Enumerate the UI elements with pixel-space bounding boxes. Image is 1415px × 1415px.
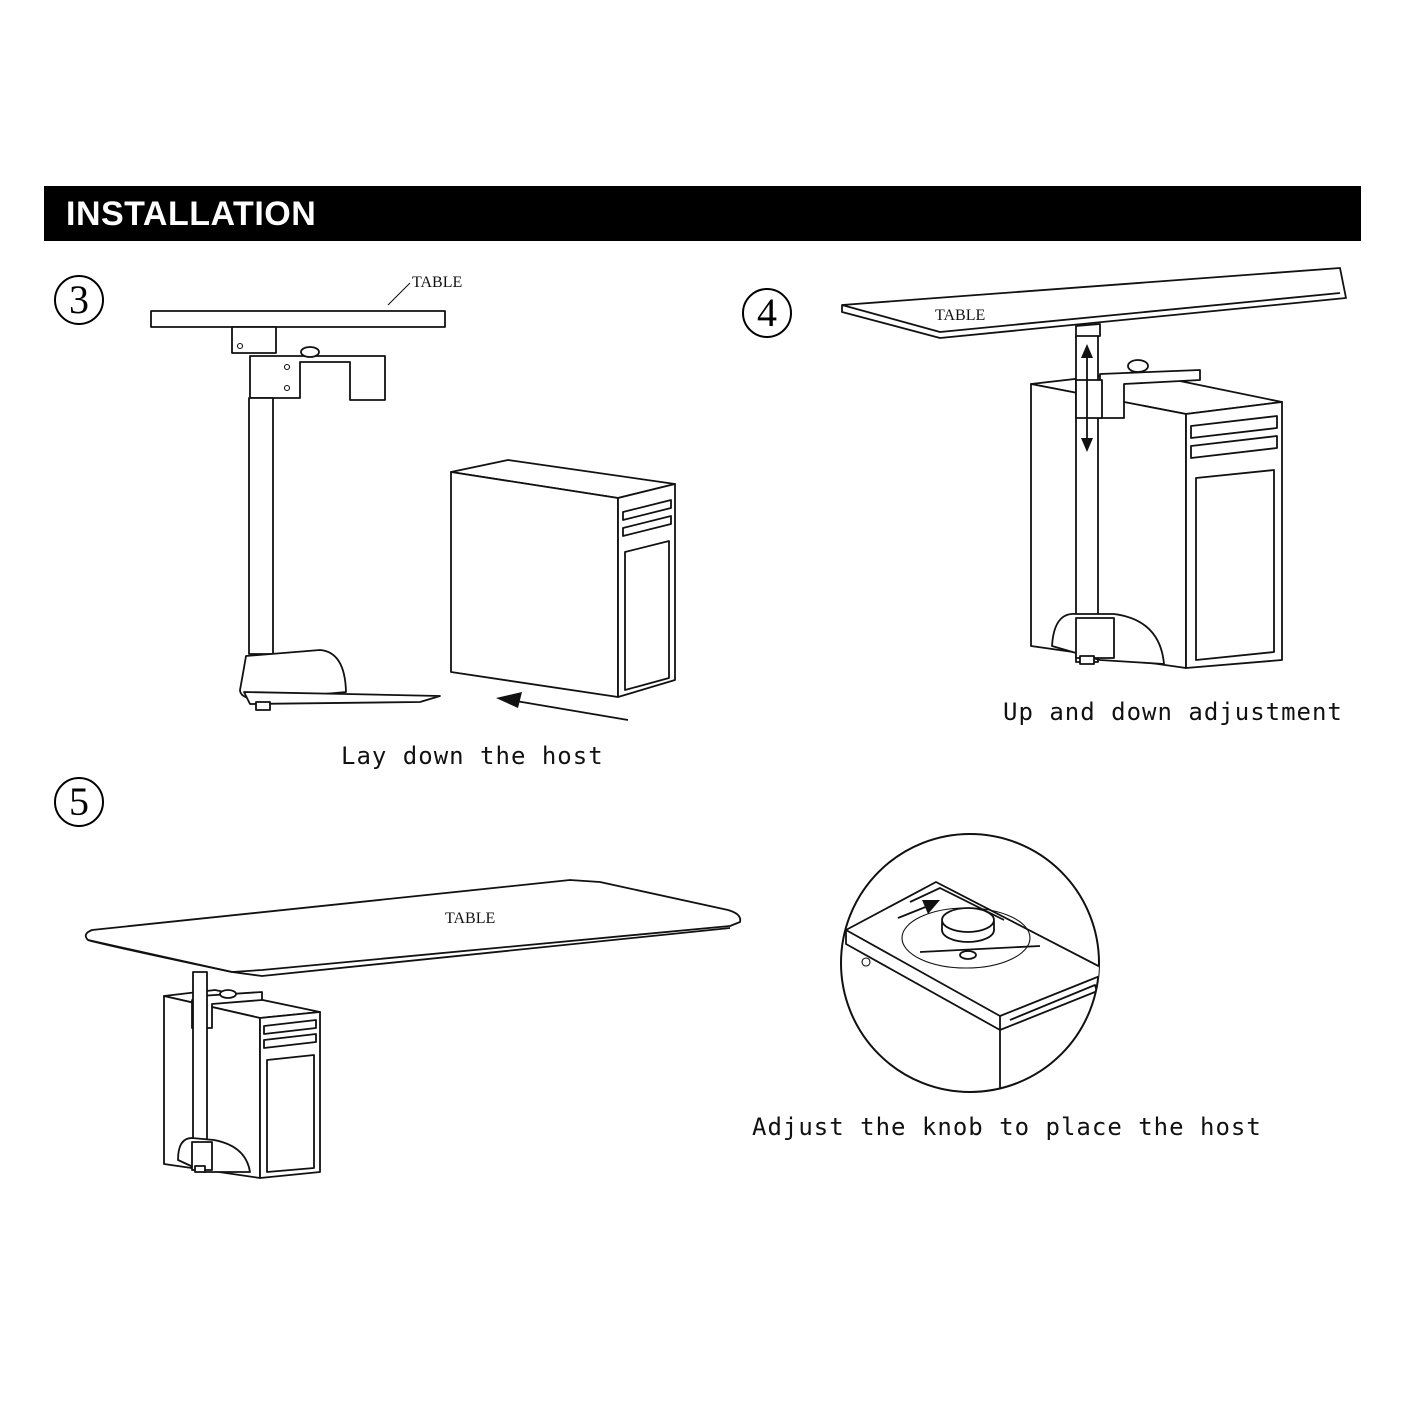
- step-4-table-label: TABLE: [935, 307, 985, 324]
- step-3-clamp-bracket: [249, 355, 386, 401]
- step-3-knob: [300, 346, 320, 358]
- step-3-mount-plate: [231, 326, 277, 354]
- step-5-table-label: TABLE: [445, 910, 495, 927]
- step-3-caption: Lay down the host: [341, 742, 604, 770]
- step-3-label-leader: [387, 282, 411, 306]
- step-3-number: 3: [54, 275, 104, 325]
- step-5-table: [84, 879, 742, 973]
- step-4-number: 4: [742, 288, 792, 338]
- step-3-direction-arrow: [509, 699, 629, 721]
- header-title: INSTALLATION: [66, 195, 317, 233]
- step-5-knob: [219, 989, 237, 999]
- step-5-clamp: [191, 991, 263, 1029]
- step-4-knob: [1127, 359, 1149, 373]
- step-3-table: [150, 310, 446, 328]
- step-5-caption: Adjust the knob to place the host: [752, 1113, 1262, 1141]
- step-3-base-tray: [243, 691, 441, 705]
- step-4-caption: Up and down adjustment: [1003, 698, 1343, 726]
- step-3-illustration: TABLE: [150, 274, 676, 721]
- step-5-host-front: [259, 1011, 321, 1179]
- step-5-number: 5: [54, 777, 104, 827]
- step-4-table: [841, 267, 1347, 339]
- step-3-host-side: [450, 471, 619, 698]
- step-5-detail-arrow: [897, 905, 929, 919]
- step-4-host-front: [1185, 401, 1283, 669]
- step-3-table-label: TABLE: [412, 274, 462, 291]
- header-bar: INSTALLATION: [44, 186, 1361, 241]
- step-5-detail-zoom: [840, 833, 1100, 1093]
- step-3-host-front: [617, 483, 676, 698]
- step-4-illustration: TABLE: [841, 267, 1347, 669]
- step-5-illustration: TABLE: [84, 833, 1100, 1179]
- step-3-pole: [248, 397, 274, 655]
